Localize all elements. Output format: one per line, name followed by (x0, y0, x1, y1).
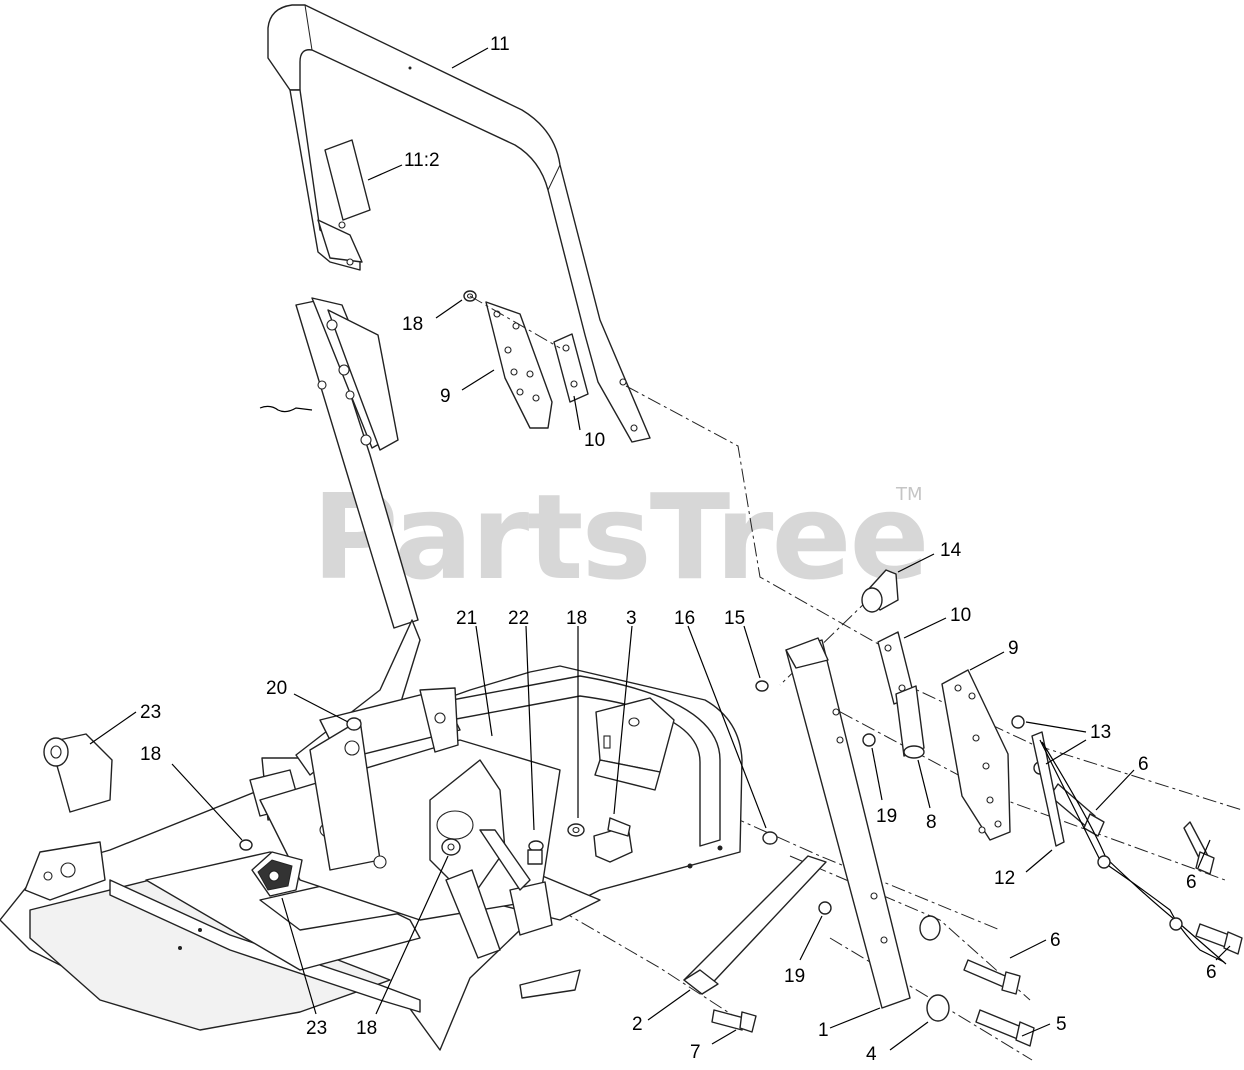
callout-11-2: 11:2 (404, 150, 440, 171)
callout-10-top: 10 (584, 430, 605, 451)
spacer-part-8 (895, 685, 925, 759)
spacer-part-10-top (553, 333, 589, 403)
callout-labels: 11 11:2 18 9 10 14 10 9 21 22 18 3 16 15… (140, 34, 1217, 1065)
callout-19-a: 19 (876, 806, 897, 827)
nut-part-16 (762, 831, 778, 845)
bumper-part-14 (861, 569, 899, 613)
bracket-part-3-lower (593, 817, 633, 863)
bolt-part-6-b (1183, 821, 1215, 875)
callout-leaders (89, 47, 1231, 1051)
callout-5: 5 (1056, 1014, 1067, 1035)
callout-20: 20 (266, 678, 287, 699)
callout-10-right: 10 (950, 605, 971, 626)
callout-22: 22 (508, 608, 529, 629)
parts-tree-watermark: PartsTree (312, 468, 928, 606)
lever-part-21 (479, 829, 531, 891)
decal-part-11-2 (324, 139, 371, 221)
tube-part-2 (683, 855, 827, 995)
callout-6-c: 6 (1050, 930, 1061, 951)
bolt-part-7 (711, 1009, 757, 1033)
washer-part-4 (926, 994, 950, 1022)
callout-2: 2 (632, 1014, 643, 1035)
callout-18-bottom: 18 (356, 1018, 377, 1039)
mount-plate-part-9-top (485, 301, 553, 429)
callout-4: 4 (866, 1044, 877, 1065)
bracket-part-3 (594, 697, 675, 791)
washer-part-18-left (239, 839, 253, 851)
callout-7: 7 (690, 1042, 701, 1063)
callout-6-a: 6 (1138, 754, 1149, 775)
callout-15: 15 (724, 608, 745, 629)
spacer-part-10-right (877, 631, 915, 705)
washer-part-19-b (818, 901, 832, 915)
callout-13: 13 (1090, 722, 1111, 743)
callout-6-b: 6 (1186, 872, 1197, 893)
callout-18-top: 18 (402, 314, 423, 335)
callout-9-top: 9 (440, 386, 451, 407)
trademark-mark: TM (895, 484, 923, 505)
callout-6-d: 6 (1206, 962, 1217, 983)
bolt-part-6-c (919, 915, 1021, 995)
callout-18-left: 18 (140, 744, 161, 765)
washer-part-18-mid (567, 823, 585, 837)
callout-12: 12 (994, 868, 1015, 889)
cross-brace (295, 619, 461, 871)
bolt-part-5 (975, 1009, 1035, 1047)
callout-3: 3 (626, 608, 637, 629)
washer-part-18-bottom (441, 838, 461, 856)
upright-channel-part-1 (785, 637, 911, 1009)
callout-11: 11 (490, 34, 510, 55)
seat-switch-part-23-installed (251, 851, 303, 897)
mount-plate-part-9-right (941, 669, 1011, 841)
callout-23-top: 23 (140, 702, 161, 723)
callout-8: 8 (926, 812, 937, 833)
cable-part-12 (1031, 731, 1227, 965)
bolt-part-6-d (1195, 923, 1243, 955)
callout-21: 21 (456, 608, 477, 629)
callout-9-right: 9 (1008, 638, 1019, 659)
callout-14: 14 (940, 540, 962, 561)
callout-1: 1 (818, 1020, 829, 1041)
callout-16: 16 (674, 608, 695, 629)
callout-23-bottom: 23 (306, 1018, 327, 1039)
seat-switch-part-23 (43, 733, 113, 813)
nut-part-20 (346, 717, 362, 731)
washer-part-19-a (862, 733, 876, 747)
left-upright-frame (259, 297, 419, 629)
nut-part-15 (755, 680, 769, 692)
callout-19-b: 19 (784, 966, 805, 987)
roll-bar-part-11 (267, 4, 651, 443)
callout-18-mid: 18 (566, 608, 587, 629)
stud-part-22 (527, 840, 544, 865)
